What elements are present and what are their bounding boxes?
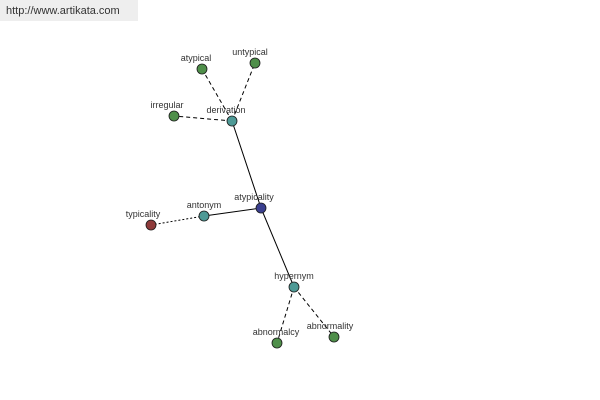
node-untypical[interactable] — [249, 57, 261, 69]
edge-atypicality-derivation — [231, 120, 262, 209]
node-label-irregular[interactable]: irregular — [150, 100, 183, 110]
source-url-label: http://www.artikata.com — [0, 0, 138, 21]
node-hypernym[interactable] — [288, 281, 300, 293]
graph-labels: atypicality derivation antonym hypernym atyp… — [126, 47, 354, 337]
node-label-abnormalcy[interactable]: abnormalcy — [253, 327, 300, 337]
graph-nodes — [145, 57, 340, 349]
edge-derivation-atypical — [201, 68, 233, 122]
edge-derivation-untypical — [231, 62, 256, 122]
node-label-antonym[interactable]: antonym — [187, 200, 222, 210]
edge-antonym-typicality — [150, 215, 205, 226]
edge-hypernym-abnormalcy — [276, 286, 295, 344]
node-atypical[interactable] — [196, 63, 208, 75]
node-antonym[interactable] — [198, 210, 210, 222]
node-atypicality[interactable] — [255, 202, 267, 214]
edge-hypernym-abnormality — [293, 286, 335, 338]
node-label-atypical[interactable]: atypical — [181, 53, 212, 63]
node-label-hypernym[interactable]: hypernym — [274, 271, 314, 281]
node-typicality[interactable] — [145, 219, 157, 231]
node-derivation[interactable] — [226, 115, 238, 127]
node-label-typicality[interactable]: typicality — [126, 209, 161, 219]
node-abnormalcy[interactable] — [271, 337, 283, 349]
node-irregular[interactable] — [168, 110, 180, 122]
edge-derivation-irregular — [173, 115, 233, 122]
edge-atypicality-hypernym — [260, 207, 295, 288]
node-label-derivation[interactable]: derivation — [206, 105, 245, 115]
edge-atypicality-antonym — [203, 207, 262, 217]
node-label-atypicality[interactable]: atypicality — [234, 192, 274, 202]
node-label-abnormality[interactable]: abnormality — [307, 321, 354, 331]
graph-edges — [150, 62, 335, 344]
node-abnormality[interactable] — [328, 331, 340, 343]
node-label-untypical[interactable]: untypical — [232, 47, 268, 57]
